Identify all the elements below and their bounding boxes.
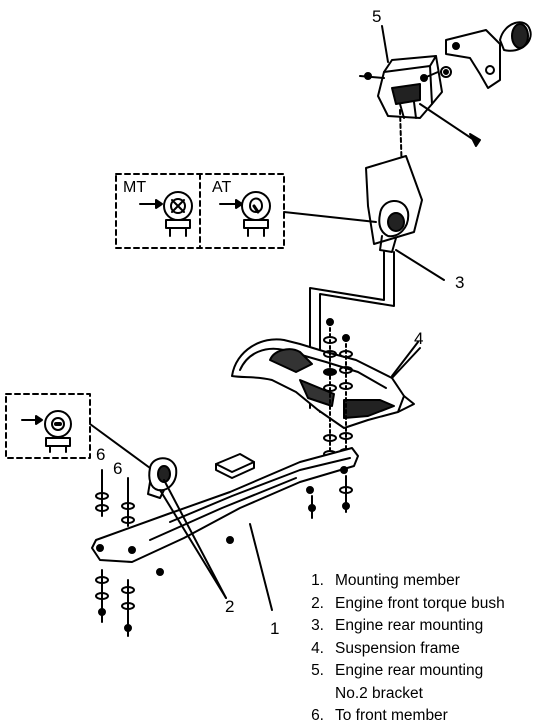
legend-item: 3. Engine rear mounting — [296, 615, 558, 638]
legend-label: Engine rear mounting — [335, 617, 484, 634]
mt-at-inset-box — [115, 173, 377, 249]
legend-label: Suspension frame — [335, 639, 460, 657]
callout-1: 1 — [270, 619, 280, 638]
callout-6-right: 6 — [113, 459, 123, 478]
legend-label-continuation: No.2 bracket — [335, 684, 423, 702]
callout-3: 3 — [455, 273, 465, 292]
callout-2: 2 — [225, 597, 235, 616]
leader-5 — [381, 25, 389, 63]
legend-number: 6. — [311, 707, 324, 724]
legend-label: To front member — [335, 707, 448, 724]
suspension-frame-part — [231, 338, 421, 429]
legend-label: Mounting member — [335, 572, 460, 589]
engine-front-torque-bush-part — [147, 457, 227, 599]
legend-label: Engine rear mounting — [335, 662, 484, 679]
leader-4 — [391, 341, 419, 377]
mounting-member-part — [91, 447, 359, 611]
legend-number: 3. — [311, 617, 324, 634]
front-bush-inset-box — [5, 393, 151, 469]
legend-number: 4. — [311, 639, 324, 657]
front-member-bolt-stacks — [95, 469, 353, 637]
legend-number: 1. — [311, 572, 324, 589]
mt-label: MT — [123, 179, 147, 196]
at-label: AT — [212, 179, 232, 196]
rear-mounting-bracket-part — [359, 21, 532, 177]
leader-3 — [395, 249, 445, 281]
legend-item: 1. Mounting member — [296, 570, 558, 593]
callout-4: 4 — [414, 329, 424, 348]
callout-5: 5 — [372, 7, 382, 26]
legend-item: 2. Engine front torque bush — [296, 593, 558, 616]
legend-number: 2. — [311, 594, 324, 612]
parts-legend: 1. Mounting member 2. Engine front torqu… — [296, 570, 558, 728]
legend-item: 4. Suspension frame — [296, 638, 558, 661]
legend-item: 5. Engine rear mounting — [296, 660, 558, 683]
legend-number: 5. — [311, 662, 324, 679]
callout-6-left: 6 — [96, 445, 106, 464]
legend-label: Engine front torque bush — [335, 594, 505, 612]
legend-item: 6. To front member — [296, 705, 558, 728]
